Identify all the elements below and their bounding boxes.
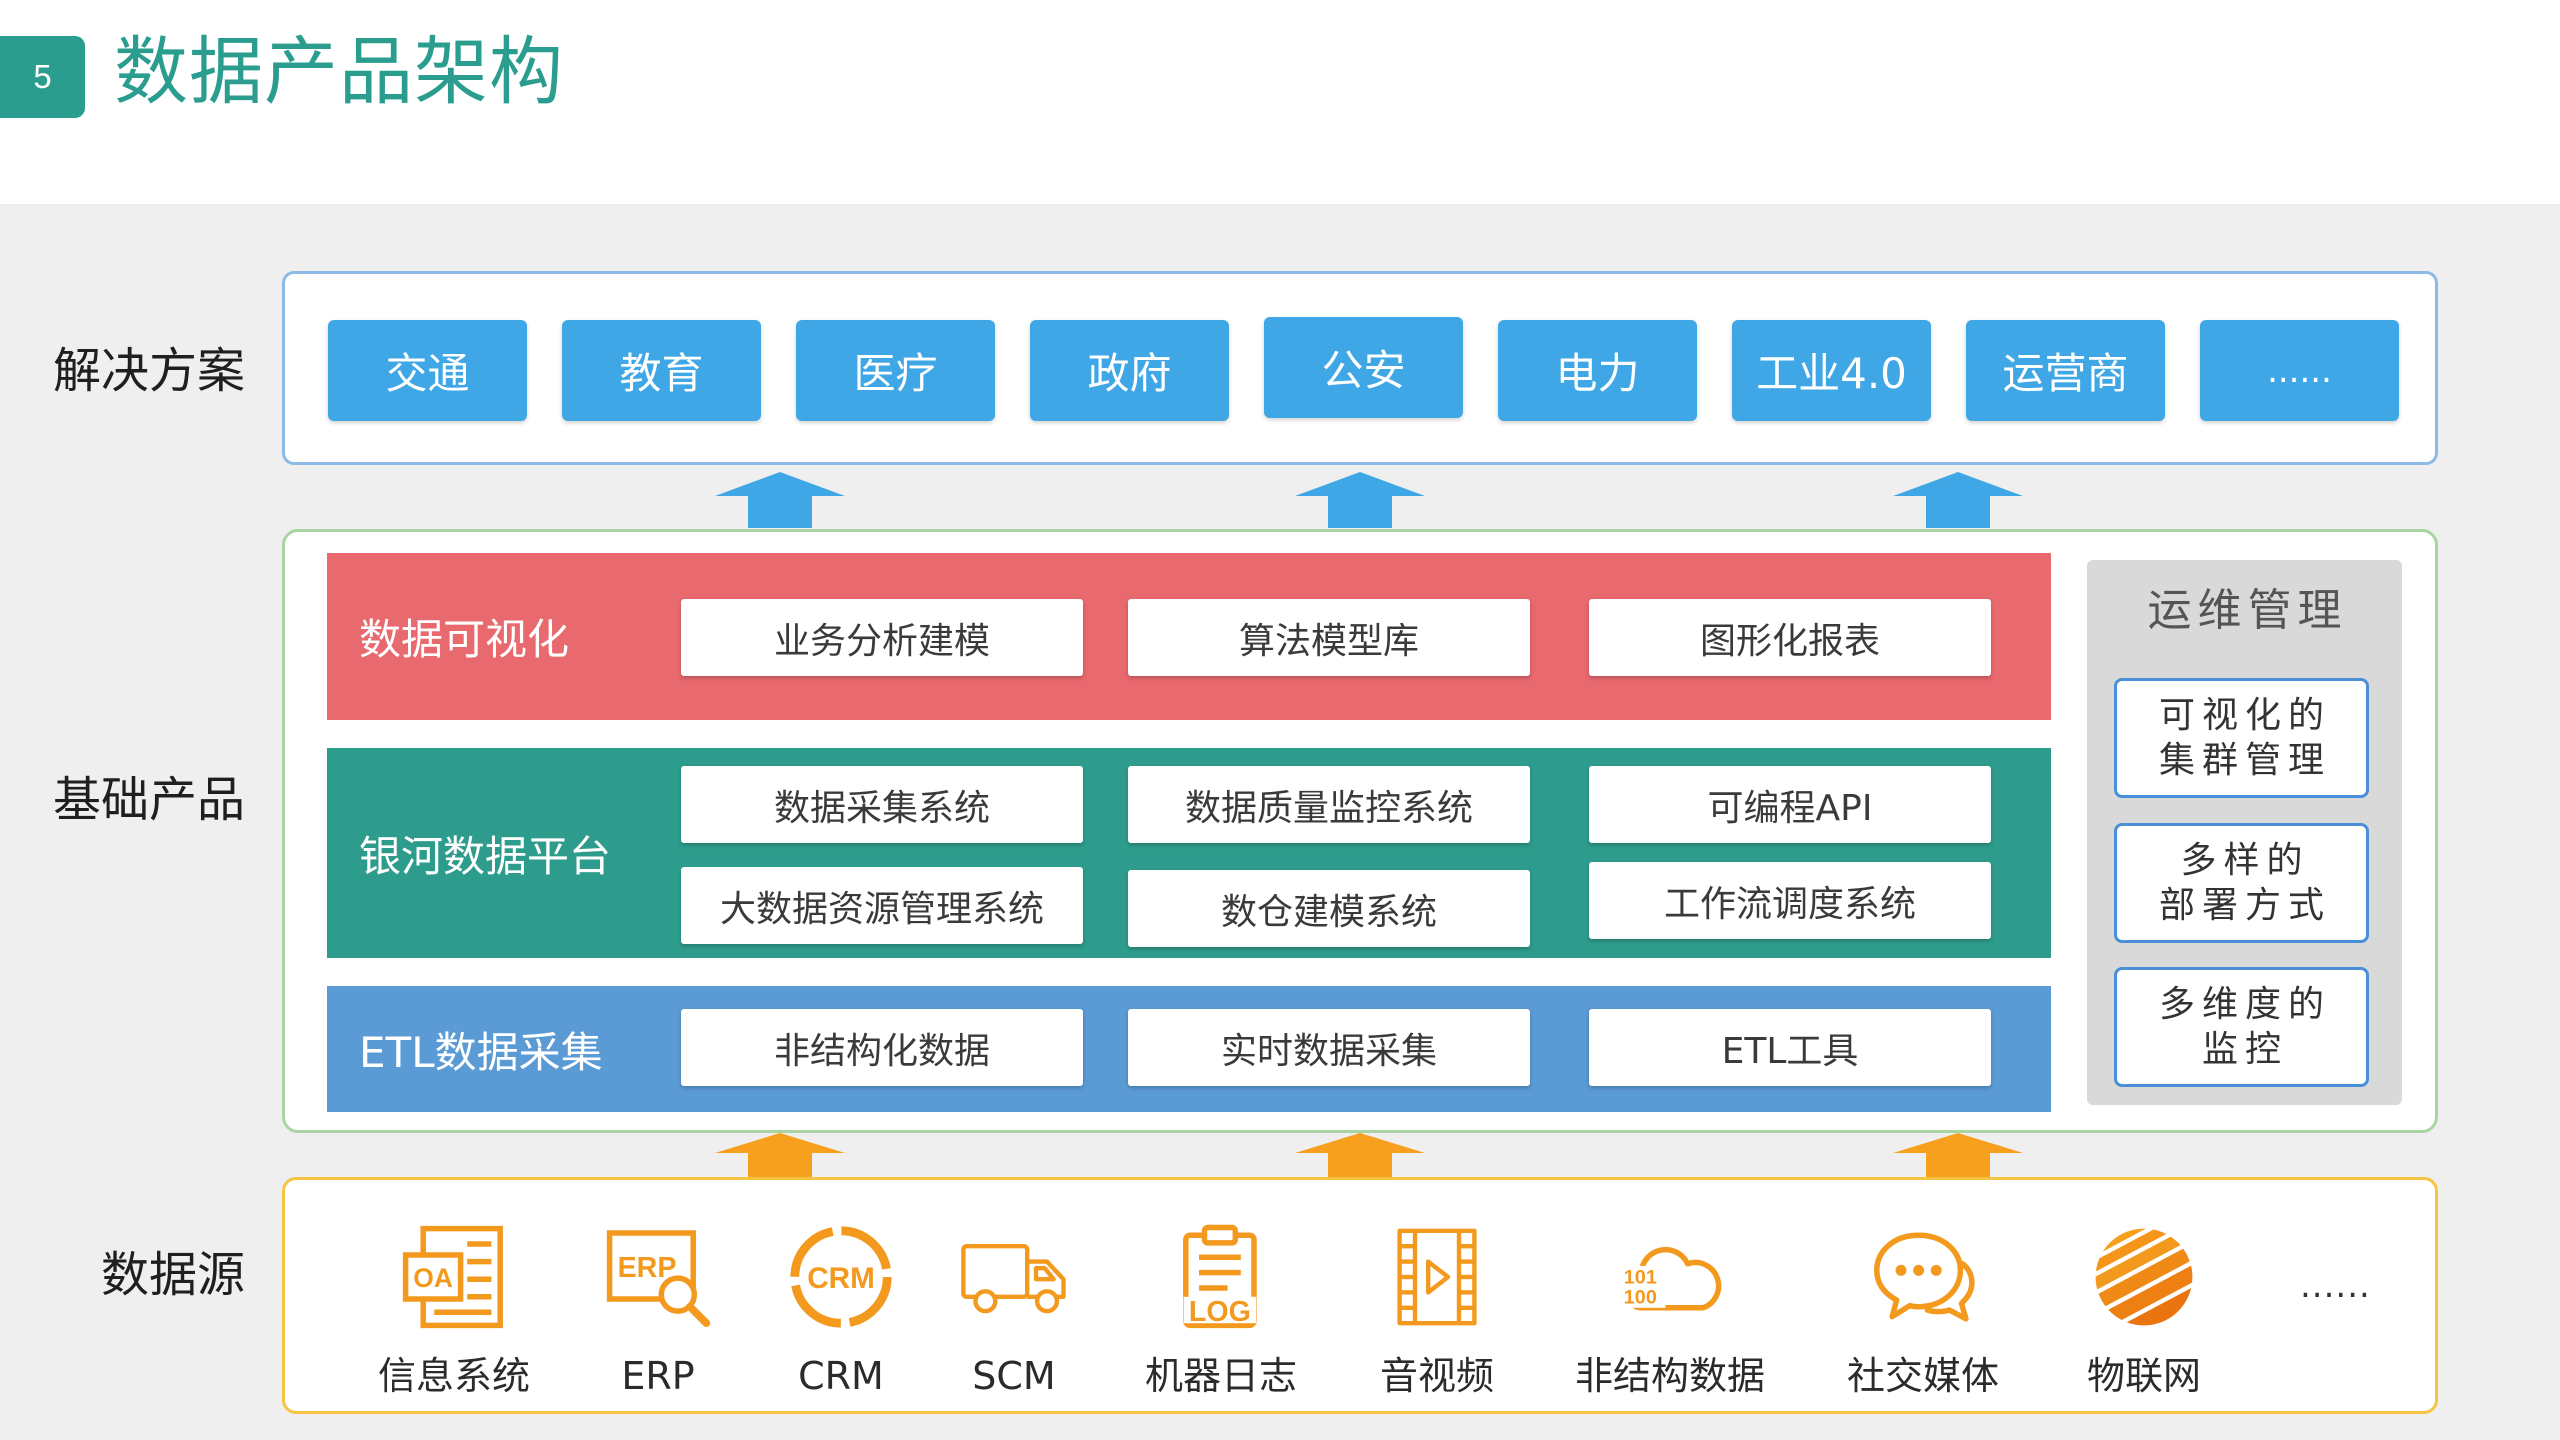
binary-icon-text: 100	[1624, 1286, 1657, 1308]
source-item-crm: CRM CRM	[731, 1222, 951, 1400]
ops-item-line: 多维度的	[2158, 984, 2331, 1025]
source-item-unstructured-data: 101 100 非结构数据	[1560, 1222, 1780, 1400]
module-programmable-api: 可编程API	[1589, 766, 1991, 843]
solution-item-telecom: 运营商	[1966, 320, 2165, 421]
log-clipboard-icon: LOG	[1183, 1224, 1257, 1329]
up-arrow-icon	[1295, 1133, 1425, 1177]
module-unstructured-data: 非结构化数据	[681, 1009, 1083, 1086]
chat-bubbles-icon	[1874, 1232, 1975, 1322]
module-realtime-collection: 实时数据采集	[1128, 1009, 1530, 1086]
source-item-machine-logs: LOG 机器日志	[1111, 1222, 1331, 1400]
module-etl-tools: ETL工具	[1589, 1009, 1991, 1086]
source-label: 信息系统	[377, 1354, 530, 1398]
oa-icon-text: OA	[413, 1263, 453, 1293]
layer-visualization-label: 数据可视化	[359, 615, 570, 664]
source-item-audio-video: 音视频	[1327, 1222, 1547, 1400]
binary-cloud-icon: 101 100	[1621, 1246, 1722, 1311]
up-arrow-icon	[1893, 1133, 2023, 1177]
source-more-ellipsis: ......	[2300, 1266, 2371, 1306]
row-label-data-sources: 数据源	[100, 1247, 245, 1303]
up-arrow-icon	[1295, 472, 1425, 528]
solution-item-government: 政府	[1030, 320, 1229, 421]
module-business-analysis-modeling: 业务分析建模	[681, 599, 1083, 676]
source-label: 社交媒体	[1846, 1354, 1999, 1398]
module-graphical-reports: 图形化报表	[1589, 599, 1991, 676]
slide-number: 5	[33, 58, 52, 95]
solution-item-industry: 工业4.0	[1732, 320, 1931, 421]
ops-item-monitoring: 多维度的 监控	[2114, 967, 2369, 1087]
ops-panel-title: 运维管理	[2147, 585, 2348, 636]
solution-item-education: 教育	[562, 320, 761, 421]
source-item-scm: SCM	[904, 1222, 1124, 1400]
source-label: ERP	[621, 1354, 695, 1398]
source-item-erp: ERP ERP	[548, 1222, 768, 1400]
oa-document-icon: OA	[402, 1225, 503, 1329]
source-label: 物联网	[2086, 1354, 2201, 1398]
ops-item-line: 可视化的	[2158, 695, 2331, 736]
source-item-info-system: OA 信息系统	[344, 1222, 564, 1400]
solution-item-power: 电力	[1498, 320, 1697, 421]
solution-item-transport: 交通	[328, 320, 527, 421]
log-icon-text: LOG	[1189, 1296, 1251, 1328]
crm-ring-icon: CRM	[790, 1226, 892, 1328]
data-sources-frame	[282, 1177, 2438, 1414]
up-arrow-icon	[715, 472, 845, 528]
truck-icon	[961, 1244, 1066, 1314]
ops-item-line: 监控	[2201, 1029, 2288, 1070]
module-algorithm-model-library: 算法模型库	[1128, 599, 1530, 676]
up-arrow-icon	[1893, 472, 2023, 528]
slide-number-badge: 5	[0, 36, 85, 118]
erp-search-icon: ERP	[606, 1230, 711, 1328]
row-label-solutions: 解决方案	[52, 343, 245, 399]
erp-icon-text: ERP	[618, 1252, 677, 1284]
source-label: CRM	[798, 1354, 884, 1398]
module-data-collection-system: 数据采集系统	[681, 766, 1083, 843]
layer-data-platform-label: 银河数据平台	[359, 831, 612, 881]
row-label-base-products: 基础产品	[52, 772, 245, 828]
source-label: 机器日志	[1144, 1354, 1297, 1398]
solutions-row: 交通 教育 医疗 政府 公安 电力 工业4.0 运营商 ......	[328, 317, 2399, 421]
module-warehouse-modeling: 数仓建模系统	[1128, 870, 1530, 947]
crm-icon-text: CRM	[807, 1262, 875, 1295]
solution-item-public-security: 公安	[1264, 317, 1463, 418]
page-title: 数据产品架构	[114, 29, 564, 115]
source-label: SCM	[972, 1354, 1056, 1398]
source-item-social-media: 社交媒体	[1813, 1222, 2033, 1400]
binary-icon-text: 101	[1624, 1267, 1657, 1289]
module-workflow-scheduling: 工作流调度系统	[1589, 862, 1991, 939]
ops-item-deployment: 多样的 部署方式	[2114, 823, 2369, 943]
source-item-iot: 物联网	[2034, 1222, 2254, 1400]
striped-globe-icon	[2095, 1228, 2193, 1326]
layer-etl-label: ETL数据采集	[359, 1027, 603, 1077]
source-label: 非结构数据	[1574, 1354, 1765, 1398]
ops-item-cluster-management: 可视化的 集群管理	[2114, 678, 2369, 798]
solution-item-more: ......	[2200, 320, 2399, 421]
module-data-quality-monitoring: 数据质量监控系统	[1128, 766, 1530, 843]
source-label: 音视频	[1379, 1354, 1494, 1398]
ops-item-line: 集群管理	[2158, 740, 2331, 781]
film-play-icon	[1397, 1228, 1477, 1326]
solution-item-medical: 医疗	[796, 320, 995, 421]
ops-item-line: 部署方式	[2158, 885, 2331, 926]
up-arrow-icon	[715, 1133, 845, 1177]
ops-item-line: 多样的	[2180, 840, 2310, 881]
module-big-data-resource-management: 大数据资源管理系统	[681, 867, 1083, 944]
